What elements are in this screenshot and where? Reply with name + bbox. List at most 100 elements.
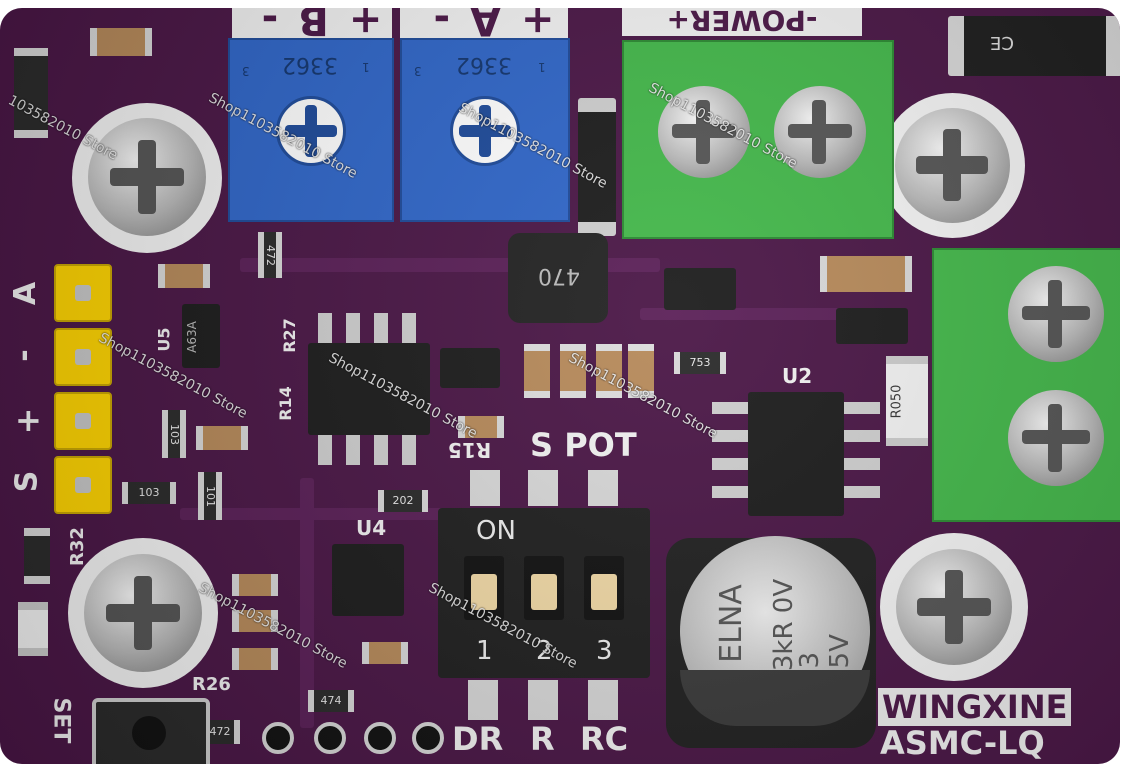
label-u4: U4 <box>356 516 387 540</box>
capacitor <box>560 344 586 398</box>
via-pad <box>262 722 294 754</box>
resistor-474: 474 <box>308 690 354 712</box>
motor-terminal-block <box>932 248 1120 522</box>
header-pin-plus[interactable] <box>54 392 112 450</box>
dip-switch-3-toggle[interactable] <box>591 574 617 610</box>
chip-soic-left <box>308 343 430 435</box>
capacitor <box>232 610 278 632</box>
dip-number-3: 3 <box>596 636 613 666</box>
inductor: 470 <box>508 233 608 323</box>
via-pad <box>412 722 444 754</box>
dip-function-dr: DR <box>452 720 504 758</box>
pot-a-model: 3362 <box>456 52 512 77</box>
transistor <box>440 348 500 388</box>
brand-label: WINGXINE <box>878 688 1072 726</box>
model-label: ASMC-LQ <box>880 724 1045 762</box>
capacitor <box>232 648 278 670</box>
capacitor <box>232 574 278 596</box>
resistor-753: 753 <box>674 352 726 374</box>
header-label-s: S <box>9 470 45 493</box>
header-pin-minus[interactable] <box>54 328 112 386</box>
diode-small <box>578 98 616 236</box>
resistor-r32 <box>24 528 50 584</box>
edge-label-b: +B- <box>232 8 392 43</box>
led <box>18 602 48 656</box>
capacitor <box>628 344 654 398</box>
header-pin-a[interactable] <box>54 264 112 322</box>
chip-u5: A63A <box>182 304 220 368</box>
pot-a-number: 3 <box>414 64 422 78</box>
pot-a-pin-mark: 1 <box>538 60 546 74</box>
capacitor <box>158 264 210 288</box>
capacitor <box>458 416 504 438</box>
dip-switch-2[interactable] <box>524 556 564 620</box>
header-pin-s[interactable] <box>54 456 112 514</box>
chip-u4 <box>332 544 404 616</box>
set-button[interactable] <box>92 698 210 764</box>
terminal-screw-icon[interactable] <box>1008 266 1104 362</box>
diode-k14-right <box>836 308 908 344</box>
capacitor <box>196 426 248 450</box>
dip-number-1: 1 <box>476 636 493 666</box>
capacitor <box>90 28 152 56</box>
chip-u2 <box>748 392 844 516</box>
dip-switch-1-toggle[interactable] <box>471 574 497 610</box>
header-label-a: A <box>8 281 44 306</box>
resistor-r050: R050 <box>886 356 928 446</box>
terminal-screw-icon[interactable] <box>658 86 750 178</box>
label-u5: U5 <box>154 327 174 352</box>
dip-switch-1[interactable] <box>464 556 504 620</box>
capacitor <box>524 344 550 398</box>
label-r26: R26 <box>192 674 231 695</box>
header-label-minus: - <box>6 349 42 362</box>
pot-b-model: 3362 <box>282 52 338 77</box>
screw-icon <box>896 549 1012 665</box>
resistor-103: 103 <box>162 410 186 458</box>
dip-header-label: S POT <box>530 426 637 464</box>
dip-on-label: ON <box>476 516 516 546</box>
resistor-103: 103 <box>122 482 176 504</box>
pot-b-pin-mark: 1 <box>362 60 370 74</box>
diode-ce-label: CE <box>990 32 1014 53</box>
label-r15: R15 <box>448 438 492 462</box>
potentiometer-b[interactable]: 3362 1 3 <box>228 38 394 222</box>
resistor-r050-label: R050 <box>889 384 905 419</box>
regulator-chip <box>664 268 736 310</box>
capacitor <box>820 256 912 292</box>
pot-a-knob[interactable] <box>450 96 520 166</box>
resistor-202: 202 <box>378 490 428 512</box>
elcap-line1: ELNA <box>713 584 749 663</box>
header-label-plus: + <box>8 407 47 435</box>
capacitor <box>362 642 408 664</box>
pcb-trace <box>640 308 900 320</box>
resistor-101: 101 <box>198 472 222 520</box>
capacitor <box>596 344 622 398</box>
chip-u5-code: A63A <box>184 321 199 353</box>
terminal-screw-icon[interactable] <box>774 86 866 178</box>
via-pad <box>314 722 346 754</box>
pot-b-knob[interactable] <box>276 96 346 166</box>
label-r32: R32 <box>66 527 88 566</box>
label-set: SET <box>48 697 74 744</box>
via-pad <box>364 722 396 754</box>
edge-label-power: -POWER+ <box>622 8 862 37</box>
label-u2: U2 <box>782 364 813 388</box>
dip-function-rc: RC <box>580 720 629 758</box>
dip-switch-3[interactable] <box>584 556 624 620</box>
potentiometer-a[interactable]: 3362 1 3 <box>400 38 570 222</box>
power-terminal-block <box>622 40 894 239</box>
pot-b-number: 3 <box>242 64 250 78</box>
dip-number-2: 2 <box>536 636 553 666</box>
resistor-472: 472 <box>258 232 282 278</box>
dip-switch: ON 1 2 3 <box>438 508 650 678</box>
label-r14: R14 <box>275 386 295 421</box>
diode-k14 <box>14 48 48 138</box>
screw-icon <box>88 118 206 236</box>
terminal-screw-icon[interactable] <box>1008 390 1104 486</box>
screw-icon <box>84 554 202 672</box>
edge-label-a: +A- <box>400 8 568 43</box>
screw-icon <box>895 108 1010 223</box>
electrolytic-capacitor: ELNA 3kR 0V 33 25V <box>680 536 870 726</box>
inductor-label: 470 <box>538 263 580 288</box>
dip-switch-2-toggle[interactable] <box>531 574 557 610</box>
